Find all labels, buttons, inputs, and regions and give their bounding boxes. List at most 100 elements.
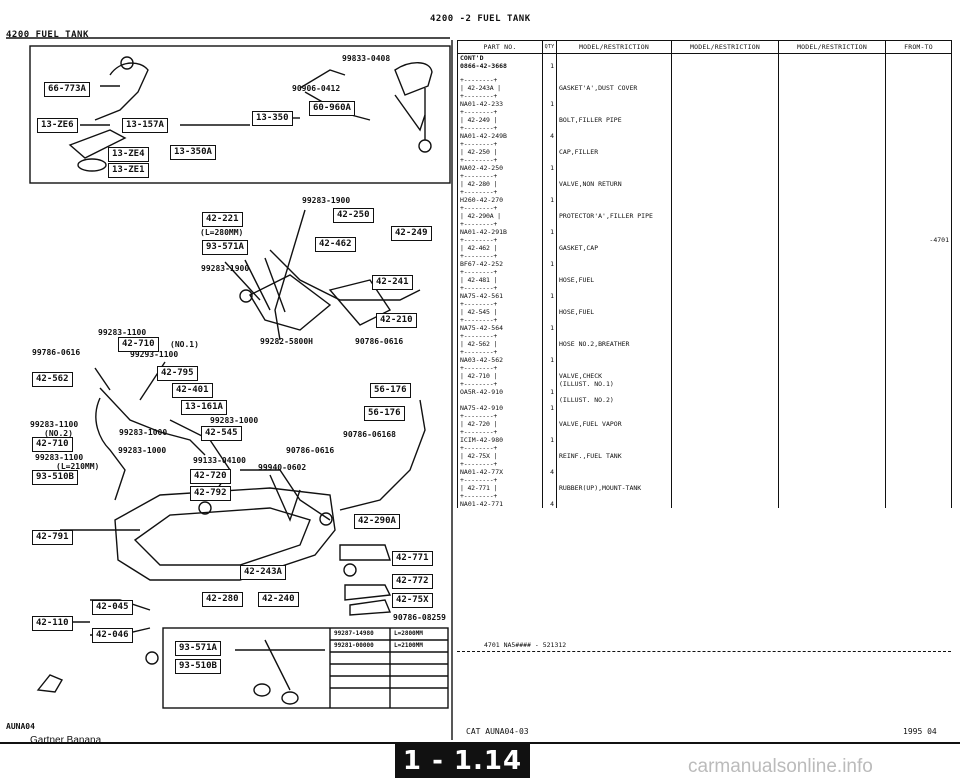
ref-box: | 42-462 | (460, 244, 498, 252)
callout: (L=210MM) (56, 462, 100, 471)
qty: 4 (550, 500, 554, 508)
qty: 1 (550, 356, 554, 364)
part-box: 42-046 (92, 628, 133, 643)
filler-cap-part (68, 129, 127, 159)
part-box: 13-157A (122, 118, 168, 133)
part-box: 42-462 (315, 237, 356, 252)
part-number: NA01-42-77X (460, 468, 504, 476)
description: HOSE,FUEL (559, 308, 595, 316)
description: RUBBER(UP),MOUNT-TANK (559, 484, 642, 492)
qty: 1 (550, 62, 554, 70)
table-row: +--------+| 42-771 |+--------+NA01-42-77… (457, 476, 952, 508)
col-header: MODEL/RESTRICTION (556, 40, 672, 54)
qty: 1 (550, 404, 554, 412)
part-box: 42-792 (190, 486, 231, 501)
part-box: 13-ZE6 (37, 118, 78, 133)
callout: 90786-08259 (393, 613, 446, 622)
ref-box: | 42-75X | (460, 452, 498, 460)
filler-pipe-top (394, 62, 433, 96)
part-number: NA75-42-564 (460, 324, 504, 332)
description: (ILLUST. NO.2) (559, 396, 614, 404)
part-box: 42-710 (118, 337, 159, 352)
col-header: MODEL/RESTRICTION (778, 40, 886, 54)
part-box: 42-210 (376, 313, 417, 328)
ref-z-lower (343, 563, 357, 577)
part-box: 42-249 (391, 226, 432, 241)
part-box: 42-045 (92, 600, 133, 615)
hose-assembly (99, 387, 206, 456)
callout: (L=280MM) (200, 228, 244, 237)
callout: 90906-0412 (292, 84, 341, 93)
part-number: NA02-42-250 (460, 164, 504, 172)
table-row: +--------+| 42-243A |+--------+NA01-42-2… (457, 76, 952, 108)
callout: 99293-1100 (130, 350, 179, 359)
part-number: ICIM-42-980 (460, 436, 504, 444)
hand-tool-icon (36, 674, 64, 693)
footer-catalog-code: CAT AUNA04-03 (466, 727, 529, 736)
part-box: 42-241 (372, 275, 413, 290)
watermark-text: carmanualsonline.info (688, 756, 873, 777)
part-number: NA03-42-562 (460, 356, 504, 364)
description: BOLT,FILLER PIPE (559, 116, 622, 124)
table-header-row: PART NO. QTY MODEL/RESTRICTION MODEL/RES… (457, 40, 952, 54)
part-box: 42-710 (32, 437, 73, 452)
ref-box: | 42-562 | (460, 340, 498, 348)
qty: 4 (550, 468, 554, 476)
description: PROTECTOR'A',FILLER PIPE (559, 212, 653, 220)
part-number: NA01-42-291B (460, 228, 507, 236)
part-box: 42-290A (354, 514, 400, 529)
callout: 90786-0616 (355, 337, 404, 346)
description: HOSE,FUEL (559, 276, 595, 284)
callout: 99940-0602 (258, 463, 307, 472)
table-row: +--------+| 42-290A |+--------+NA01-42-2… (457, 204, 952, 236)
description: REINF.,FUEL TANK (559, 452, 622, 460)
part-box: 60-960A (309, 101, 355, 116)
inset-part-box: 93-510B (175, 659, 221, 674)
part-box: 13-161A (181, 400, 227, 415)
part-box: 42-110 (32, 616, 73, 631)
ref-y-top (418, 139, 432, 153)
qty: 1 (550, 164, 554, 172)
footer-left-code: AUNA04 (6, 722, 35, 731)
table-row: +--------+| 42-562 |+--------+NA03-42-56… (457, 332, 952, 364)
part-box: 13-350 (252, 111, 293, 126)
inset-cell: 99287-14980 (334, 630, 374, 637)
table-footer-note: 4701 NA5#### - 521312 (484, 641, 567, 649)
part-box: 66-773A (44, 82, 90, 97)
cont-label: CONT'D (460, 54, 484, 62)
part-box: 56-176 (364, 406, 405, 421)
part-box: 93-510B (32, 470, 78, 485)
ref-z-bottom (145, 651, 159, 665)
part-number: NA75-42-561 (460, 292, 504, 300)
left-page-title: 4200 FUEL TANK (6, 30, 89, 40)
from-to: -4701 (929, 236, 949, 244)
ref-box: | 42-290A | (460, 212, 501, 220)
ref-box: | 42-243A | (460, 84, 501, 92)
part-number: BF67-42-252 (460, 260, 504, 268)
qty: 1 (550, 388, 554, 396)
inset-cell: L=2100MM (394, 642, 423, 649)
inset-part-box: 93-571A (175, 641, 221, 656)
part-box: 93-571A (202, 240, 248, 255)
qty: 1 (550, 228, 554, 236)
center-page-title: 4200 -2 FUEL TANK (430, 14, 531, 24)
footer-rule (0, 742, 960, 744)
part-box: 42-545 (201, 426, 242, 441)
table-row: +--------+| 42-75X |+--------+NA01-42-77… (457, 444, 952, 476)
part-number: NA01-42-233 (460, 100, 504, 108)
part-box: 42-280 (202, 592, 243, 607)
part-box: 42-243A (240, 565, 286, 580)
description: VALVE,FUEL VAPOR (559, 420, 622, 428)
vent-pipe (269, 249, 421, 301)
description: CAP,FILLER (559, 148, 599, 156)
fuel-tank-exploded-diagram (6, 37, 453, 740)
callout: 99283-1100 (35, 453, 84, 462)
table-row: +--------+| 42-720 |+--------+ICIM-42-98… (457, 412, 952, 444)
inset-cell: L=2800MM (394, 630, 423, 637)
qty: 1 (550, 100, 554, 108)
table-row: +--------+| 42-250 |+--------+NA02-42-25… (457, 140, 952, 172)
table-row: +--------+| 42-710 |+--------+OA5R-42-91… (457, 364, 952, 412)
part-box: 42-720 (190, 469, 231, 484)
ref-box: | 42-250 | (460, 148, 498, 156)
callout: 90786-0616 (286, 446, 335, 455)
